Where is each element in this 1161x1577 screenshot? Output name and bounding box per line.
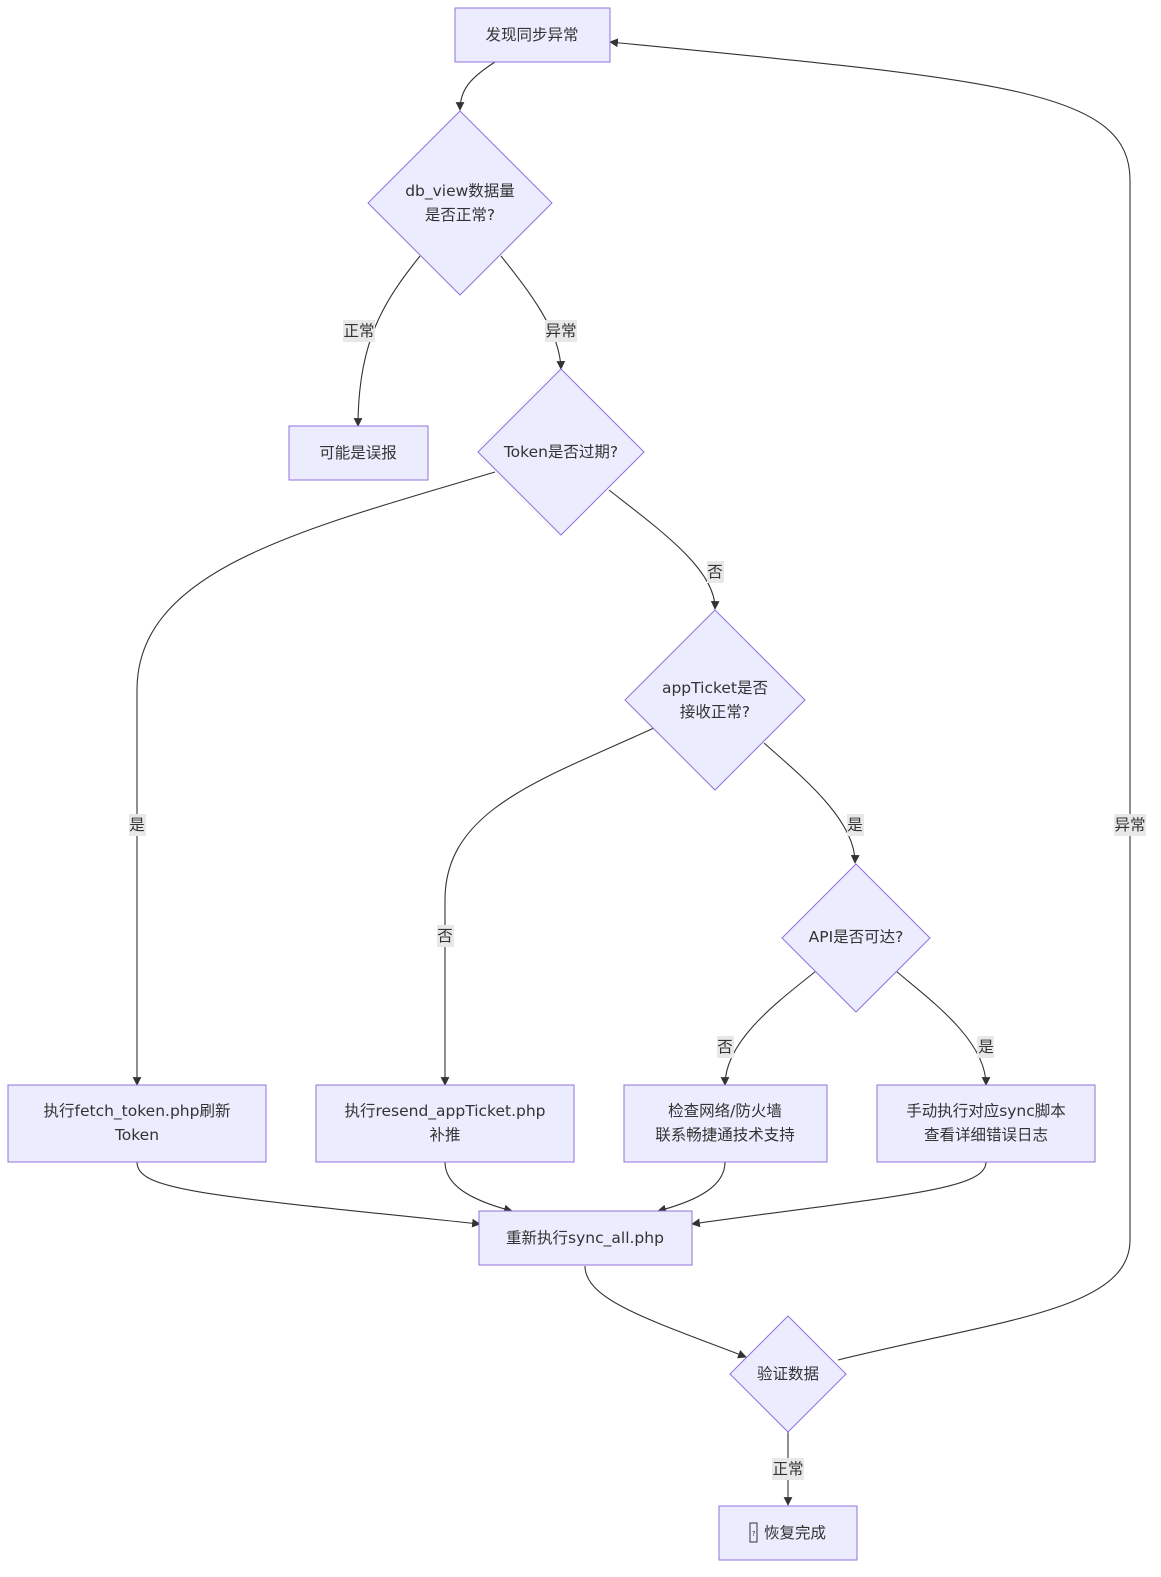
svg-text:检查网络/防火墙: 检查网络/防火墙 [668, 1102, 782, 1120]
edge-label-appticket-yes: 是 [847, 814, 864, 836]
svg-text:验证数据: 验证数据 [757, 1365, 819, 1383]
node-appticket-check: appTicket是否 接收正常? [624, 609, 806, 791]
edge-label-token-no: 否 [707, 561, 724, 583]
node-false-alarm: 可能是误报 [288, 425, 429, 481]
edge-token-no [608, 489, 720, 610]
svg-text:否: 否 [707, 563, 723, 581]
edge-api-no [720, 970, 817, 1086]
edge-fetch-to-rerun [136, 1161, 481, 1228]
edge-resend-to-rerun [444, 1161, 513, 1214]
svg-text:API是否可达?: API是否可达? [809, 928, 904, 946]
edge-label-api-no: 否 [717, 1036, 734, 1058]
svg-text:正常: 正常 [343, 322, 374, 340]
edge-dbview-normal [353, 255, 421, 427]
edge-manual-to-rerun [691, 1161, 987, 1228]
node-api-check: API是否可达? [781, 863, 931, 1013]
svg-text:异常: 异常 [1114, 816, 1145, 834]
svg-text:是: 是 [978, 1038, 994, 1056]
edge-label-verify-abnormal: 异常 [1114, 814, 1146, 836]
edge-label-token-yes: 是 [129, 814, 146, 836]
svg-text:补推: 补推 [429, 1126, 460, 1144]
node-rerun-sync: 重新执行sync_all.php [478, 1210, 693, 1266]
edge-appticket-no [440, 727, 655, 1086]
node-done: ? 恢复完成 [718, 1505, 858, 1561]
edge-labels: 正常 异常 是 否 否 是 否 是 [129, 320, 1146, 1480]
svg-text:db_view数据量: db_view数据量 [405, 182, 515, 201]
svg-text:appTicket是否: appTicket是否 [662, 679, 768, 697]
edge-dbview-abnormal [500, 255, 566, 370]
svg-text:发现同步异常: 发现同步异常 [485, 26, 578, 44]
svg-text:接收正常?: 接收正常? [680, 703, 750, 721]
svg-text:否: 否 [437, 927, 453, 945]
svg-text:重新执行sync_all.php: 重新执行sync_all.php [506, 1229, 664, 1248]
edge-label-api-yes: 是 [977, 1036, 994, 1058]
svg-text:Token是否过期?: Token是否过期? [503, 443, 618, 461]
svg-text:查看详细错误日志: 查看详细错误日志 [924, 1126, 1048, 1144]
svg-text:联系畅捷通技术支持: 联系畅捷通技术支持 [655, 1126, 795, 1144]
edge-appticket-yes [763, 742, 860, 864]
edges [132, 38, 1131, 1506]
edge-label-appticket-no: 否 [437, 925, 454, 947]
edge-label-dbview-abnormal: 异常 [545, 320, 577, 342]
svg-text:?: ? [752, 1530, 756, 1538]
svg-text:Token: Token [114, 1126, 159, 1144]
edge-label-verify-normal: 正常 [772, 1458, 804, 1480]
edge-rerun-to-verify [584, 1265, 747, 1359]
node-manual-sync: 手动执行对应sync脚本 查看详细错误日志 [876, 1084, 1096, 1163]
nodes: 发现同步异常 db_view数据量 是否正常? 可能是误报 Token是否过期?… [7, 7, 1096, 1561]
edge-api-yes [895, 970, 991, 1086]
svg-text:正常: 正常 [772, 1460, 803, 1478]
edge-network-to-rerun [657, 1161, 726, 1214]
svg-text:异常: 异常 [545, 322, 576, 340]
svg-text:可能是误报: 可能是误报 [319, 444, 397, 462]
edge-verify-abnormal [609, 38, 1131, 1361]
svg-text:手动执行对应sync脚本: 手动执行对应sync脚本 [906, 1101, 1066, 1120]
node-token-check: Token是否过期? [477, 368, 645, 536]
node-resend-appticket: 执行resend_appTicket.php 补推 [315, 1084, 575, 1163]
node-start: 发现同步异常 [454, 7, 611, 63]
edge-token-yes [132, 471, 496, 1086]
node-check-network: 检查网络/防火墙 联系畅捷通技术支持 [623, 1084, 828, 1163]
node-dbview-check: db_view数据量 是否正常? [367, 110, 553, 296]
svg-text:是: 是 [129, 816, 145, 834]
svg-text:否: 否 [717, 1038, 733, 1056]
svg-text:是: 是 [847, 816, 863, 834]
node-fetch-token: 执行fetch_token.php刷新 Token [7, 1084, 267, 1163]
node-verify: 验证数据 [729, 1315, 847, 1433]
svg-text:恢复完成: 恢复完成 [764, 1524, 826, 1542]
edge-label-dbview-normal: 正常 [343, 320, 375, 342]
svg-text:执行resend_appTicket.php: 执行resend_appTicket.php [344, 1102, 545, 1121]
svg-text:是否正常?: 是否正常? [425, 206, 495, 224]
svg-text:执行fetch_token.php刷新: 执行fetch_token.php刷新 [44, 1102, 231, 1121]
missing-glyph-icon: ? [749, 1522, 758, 1543]
edge-start-to-dbview [455, 61, 496, 111]
